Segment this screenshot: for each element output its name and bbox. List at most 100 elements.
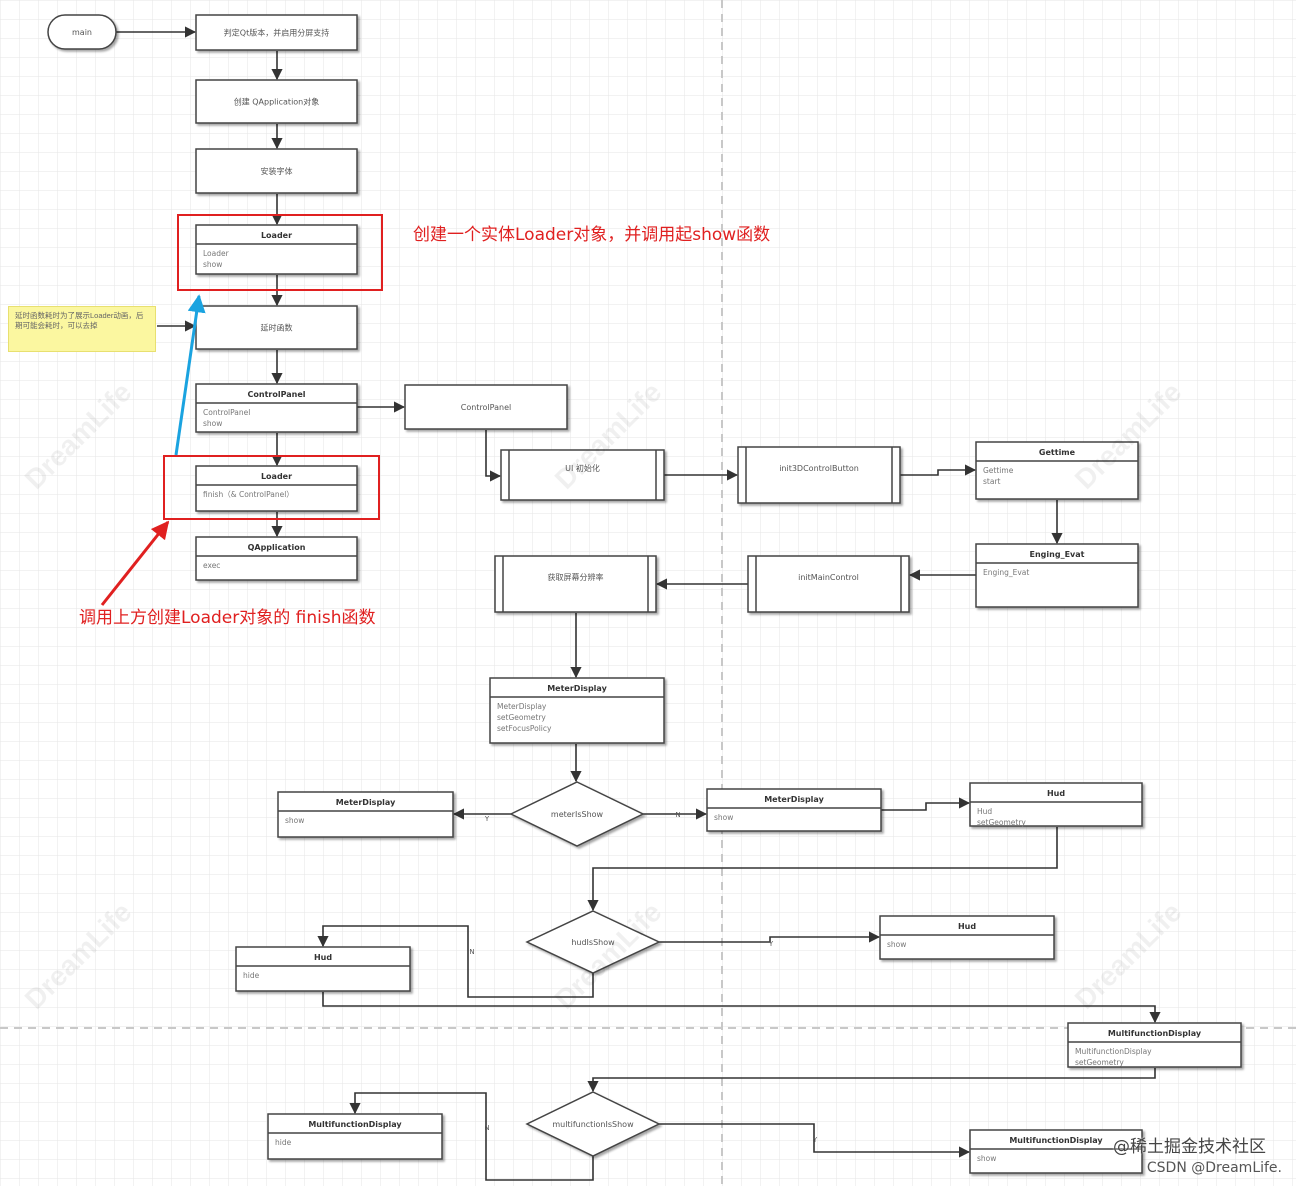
- engine-title: Enging_Evat: [1030, 550, 1085, 559]
- meter_show_left-title: MeterDisplay: [336, 798, 396, 807]
- process-controlpanel_box[interactable]: ControlPanel: [404, 384, 568, 430]
- process-judge_qt[interactable]: 判定Qt版本，并启用分屏支持: [195, 14, 358, 51]
- qapplication-title: QApplication: [248, 543, 306, 552]
- initmain-label: initMainControl: [798, 573, 859, 582]
- class-mfd_show[interactable]: MultifunctionDisplay show: [969, 1129, 1143, 1174]
- mfd_decision-label: multifunctionIsShow: [552, 1120, 634, 1129]
- hud_top-row: setGeometry: [977, 818, 1026, 827]
- judge_qt-label: 判定Qt版本，并启用分屏支持: [224, 28, 329, 38]
- main-label: main: [72, 28, 92, 37]
- mfd_top-row: MultifunctionDisplay: [1075, 1047, 1152, 1056]
- class-mfd_top[interactable]: MultifunctionDisplayMultifunctionDisplay…: [1067, 1022, 1242, 1068]
- controlpanel_box-label: ControlPanel: [461, 403, 512, 412]
- mfd_show-title: MultifunctionDisplay: [1009, 1136, 1103, 1145]
- mfd_top-title: MultifunctionDisplay: [1108, 1029, 1202, 1038]
- edge-label-yes: Y: [768, 940, 774, 948]
- controlpanel-row: ControlPanel: [203, 408, 250, 417]
- process-create_qapp[interactable]: 创建 QApplication对象: [195, 79, 358, 124]
- process-load_font[interactable]: 安装字体: [195, 148, 358, 194]
- engine-row: Enging_Evat: [983, 568, 1029, 577]
- hud_hide-row: hide: [243, 971, 260, 980]
- sticky-note: 延时函数耗时为了展示Loader动画，后期可能会耗时，可以去掉: [8, 306, 156, 352]
- edge-hud-huddecision: [587, 827, 1058, 912]
- loader2-row: finish（& ControlPanel）: [203, 490, 294, 499]
- edge-label-yes: Y: [484, 815, 490, 823]
- class-qapplication[interactable]: QApplication exec: [195, 536, 358, 581]
- meter_show_left-row: show: [285, 816, 304, 825]
- gettime-row: start: [983, 477, 1001, 486]
- meter_show_right-title: MeterDisplay: [764, 795, 824, 804]
- class-loader2[interactable]: Loader finish（& ControlPanel）: [195, 465, 358, 512]
- annotation-top: 创建一个实体Loader对象，并调用起show函数: [413, 225, 771, 245]
- edge-init3d-gettime: [900, 464, 977, 476]
- init3d-label: init3DControlButton: [779, 464, 859, 473]
- decision-mfd_decision[interactable]: multifunctionIsShow: [525, 1091, 661, 1157]
- hud_show-row: show: [887, 940, 906, 949]
- hud_decision-label: hudIsShow: [571, 938, 615, 947]
- controlpanel-title: ControlPanel: [248, 390, 306, 399]
- delay_func-label: 延时函数: [261, 323, 293, 333]
- annotation-bottom: 调用上方创建Loader对象的 finish函数: [79, 608, 376, 628]
- edge-meterright-hud: [881, 797, 971, 811]
- load_font-label: 安装字体: [261, 166, 293, 176]
- gettime-row: Gettime: [983, 466, 1014, 475]
- credit-juejin: @稀土掘金技术社区: [1113, 1137, 1266, 1157]
- mfd_hide-row: hide: [275, 1138, 292, 1147]
- loader2-title: Loader: [261, 472, 292, 481]
- hud_top-title: Hud: [1047, 789, 1065, 798]
- meterdisplay-row: setFocusPolicy: [497, 724, 552, 733]
- edge-label-no: N: [484, 1124, 489, 1132]
- gettime-title: Gettime: [1039, 448, 1076, 457]
- meterdisplay-title: MeterDisplay: [547, 684, 607, 693]
- meterdisplay-row: setGeometry: [497, 713, 546, 722]
- meterdisplay-row: MeterDisplay: [497, 702, 547, 711]
- process-delay_func[interactable]: 延时函数: [195, 305, 358, 350]
- subprocess-initmain[interactable]: initMainControl: [747, 555, 910, 613]
- meter_decision-label: meterIsShow: [551, 810, 604, 819]
- edge-label-no: N: [469, 948, 474, 956]
- credit-csdn: CSDN @DreamLife.: [1146, 1160, 1282, 1176]
- mfd_hide-title: MultifunctionDisplay: [308, 1120, 402, 1129]
- loader1-row: Loader: [203, 249, 230, 258]
- class-meter_show_left[interactable]: MeterDisplay show: [277, 791, 454, 838]
- hud_top-row: Hud: [977, 807, 992, 816]
- loader1-row: show: [203, 260, 222, 269]
- hud_hide-title: Hud: [314, 953, 332, 962]
- edge-hudhide-mfd: [322, 992, 1161, 1024]
- decision-hud_decision[interactable]: hudIsShow: [525, 910, 661, 974]
- terminal-main[interactable]: main: [47, 14, 117, 50]
- edge-cpbox-ui: [485, 430, 502, 482]
- screen_res-label: 获取屏幕分辨率: [548, 572, 604, 582]
- edge-mfd-mfddecision: [587, 1068, 1156, 1093]
- hud_show-title: Hud: [958, 922, 976, 931]
- edge-label-yes: Y: [812, 1136, 818, 1144]
- highlight-loader-show: [177, 214, 383, 291]
- highlight-loader-finish: [163, 455, 380, 520]
- mfd_top-row: setGeometry: [1075, 1058, 1124, 1067]
- subprocess-ui_init[interactable]: UI 初始化: [500, 449, 665, 501]
- class-hud_show[interactable]: Hud show: [879, 915, 1055, 960]
- subprocess-screen_res[interactable]: 获取屏幕分辨率: [494, 555, 657, 613]
- loader1-title: Loader: [261, 231, 292, 240]
- controlpanel-row: show: [203, 419, 222, 428]
- decision-meter_decision[interactable]: meterIsShow: [509, 781, 645, 847]
- blue-arrow: [174, 294, 206, 456]
- edge-huddecision-show: [659, 931, 881, 943]
- subprocess-init3d[interactable]: init3DControlButton: [737, 446, 901, 504]
- class-mfd_hide[interactable]: MultifunctionDisplay hide: [267, 1113, 443, 1160]
- create_qapp-label: 创建 QApplication对象: [234, 97, 320, 107]
- edge-mfddecision-hide: [349, 1092, 594, 1181]
- red-arrow: [100, 520, 170, 606]
- edge-huddecision-hide: [317, 925, 594, 998]
- mfd_show-row: show: [977, 1154, 996, 1163]
- qapplication-row: exec: [203, 561, 220, 570]
- class-hud_hide[interactable]: Hud hide: [235, 946, 411, 992]
- edge-label-no: N: [675, 811, 680, 819]
